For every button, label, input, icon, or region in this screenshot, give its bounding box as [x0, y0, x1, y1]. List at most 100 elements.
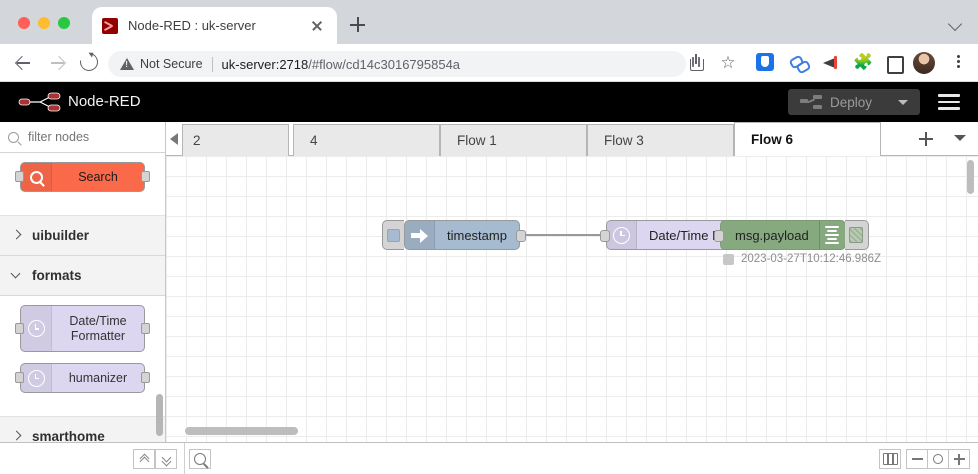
node-status-label: 2023-03-27T10:12:46.986Z — [723, 253, 881, 265]
palette-category-uibuilder[interactable]: uibuilder — [0, 216, 165, 256]
scroll-left-arrow-icon[interactable] — [166, 122, 182, 155]
node-input-port[interactable] — [600, 230, 610, 242]
flow-tab-label: 4 — [310, 133, 318, 148]
navigator-button[interactable] — [879, 449, 901, 469]
node-debug-msg-payload[interactable]: msg.payload — [714, 220, 869, 250]
square-icon[interactable] — [884, 53, 904, 74]
node-timestamp[interactable]: timestamp — [382, 220, 526, 250]
zoom-in-button[interactable] — [948, 449, 970, 469]
collapse-all-button[interactable] — [133, 449, 155, 469]
status-text: 2023-03-27T10:12:46.986Z — [741, 253, 882, 265]
palette-body: Search uibuilder formats Date/Time Forma… — [0, 153, 165, 442]
not-secure-warning-icon — [120, 57, 134, 71]
palette-category-label: uibuilder — [32, 228, 89, 243]
expand-all-button[interactable] — [155, 449, 177, 469]
canvas-horizontal-scrollbar[interactable] — [185, 427, 298, 435]
node-output-port[interactable] — [515, 230, 526, 242]
palette-node-date-time-formatter[interactable]: Date/Time Formatter — [15, 305, 150, 352]
zoom-out-button[interactable] — [906, 449, 928, 469]
flow-tab-label: Flow 6 — [751, 132, 794, 147]
palette-category-formats[interactable]: formats — [0, 256, 165, 296]
deploy-label: Deploy — [830, 94, 873, 110]
window-controls — [18, 17, 70, 29]
divider — [184, 443, 185, 474]
share-icon[interactable] — [686, 53, 706, 73]
flow-tab-flow-1[interactable]: Flow 1 — [440, 124, 587, 156]
puzzle-icon[interactable]: 🧩 — [853, 54, 873, 71]
flow-tab-label: Flow 3 — [604, 133, 644, 148]
search-icon — [21, 163, 52, 191]
palette-group-search: Search — [0, 153, 165, 216]
zoom-reset-button[interactable] — [927, 449, 949, 469]
security-status-label: Not Secure — [140, 57, 203, 71]
status-bar — [0, 442, 978, 474]
node-input-port — [15, 322, 24, 334]
flow-tab-2[interactable]: 2 — [182, 124, 289, 156]
clock-icon — [21, 364, 52, 392]
shield-icon[interactable] — [756, 53, 774, 71]
browser-menu-icon[interactable] — [948, 53, 968, 73]
new-tab-button[interactable] — [347, 14, 369, 36]
navigator-map-icon — [882, 452, 898, 465]
flow-tab-bar: 2 4 Flow 1 Flow 3 Flow 6 — [166, 122, 978, 156]
clock-icon — [607, 221, 637, 249]
link-icon[interactable] — [789, 53, 809, 73]
flow-tab-flow-3[interactable]: Flow 3 — [587, 124, 734, 156]
avatar[interactable] — [913, 52, 935, 74]
palette-category-smarthome[interactable]: smarthome — [0, 417, 165, 442]
chevron-down-icon[interactable] — [898, 99, 908, 105]
flow-tab-label: Flow 1 — [457, 133, 497, 148]
flow-tabs-menu-icon[interactable] — [954, 135, 966, 141]
flow-tab-4[interactable]: 4 — [293, 124, 440, 156]
zoom-reset-icon — [933, 454, 943, 464]
flow-canvas[interactable]: timestamp Date/Time Formatter msg.payloa… — [166, 156, 978, 442]
megaphone-icon[interactable] — [821, 53, 841, 73]
browser-tab-bar: Node-RED : uk-server — [0, 0, 978, 44]
node-output-port — [141, 322, 150, 334]
palette-node-search[interactable]: Search — [15, 162, 150, 192]
palette-node-label: humanizer — [68, 370, 128, 385]
flow-tab-flow-6[interactable]: Flow 6 — [734, 122, 881, 156]
back-arrow-icon[interactable] — [13, 53, 33, 73]
chevron-right-icon — [12, 231, 21, 240]
close-icon[interactable] — [307, 16, 327, 36]
browser-toolbar: Not Secure uk-server:2718/#flow/cd14c301… — [0, 44, 978, 82]
reload-icon[interactable] — [76, 49, 102, 75]
address-bar[interactable]: Not Secure uk-server:2718/#flow/cd14c301… — [108, 51, 686, 77]
search-flows-button[interactable] — [189, 449, 211, 469]
browser-tab[interactable]: Node-RED : uk-server — [92, 7, 337, 44]
palette-scrollbar[interactable] — [156, 394, 163, 436]
maximize-window-button[interactable] — [58, 17, 70, 29]
url-text: uk-server:2718/#flow/cd14c3016795854a — [222, 57, 461, 72]
deploy-icon — [800, 95, 822, 109]
palette-group-formats: Date/Time Formatter humanizer — [0, 296, 165, 417]
debug-enable-button[interactable] — [844, 220, 869, 250]
node-input-port[interactable] — [714, 230, 724, 242]
clock-icon — [21, 306, 52, 351]
bookmark-star-icon[interactable]: ☆ — [720, 53, 736, 72]
debug-lines-icon — [818, 221, 845, 249]
filter-nodes-input[interactable] — [26, 129, 156, 145]
inject-trigger-button[interactable] — [382, 220, 404, 250]
palette-node-humanizer[interactable]: humanizer — [15, 363, 150, 393]
search-icon — [8, 131, 19, 143]
chevron-down-icon — [12, 271, 21, 280]
palette-node-label: Date/Time Formatter — [69, 313, 127, 343]
deploy-button[interactable]: Deploy — [788, 89, 920, 115]
close-window-button[interactable] — [18, 17, 30, 29]
minimize-window-button[interactable] — [38, 17, 50, 29]
add-flow-button[interactable] — [916, 129, 936, 149]
palette-filter[interactable] — [0, 122, 165, 153]
chevron-down-icon[interactable] — [948, 15, 964, 31]
node-output-port — [141, 372, 150, 383]
node-input-port — [15, 171, 24, 182]
url-host: uk-server:2718 — [221, 56, 309, 72]
forward-arrow-icon[interactable] — [48, 53, 68, 73]
palette-category-label: formats — [32, 268, 82, 283]
palette-category-label: smarthome — [32, 429, 105, 442]
node-label: msg.payload — [735, 227, 809, 243]
wire — [518, 234, 606, 236]
canvas-vertical-scrollbar[interactable] — [967, 160, 974, 194]
hamburger-menu-icon[interactable] — [938, 94, 960, 114]
divider — [211, 56, 213, 72]
